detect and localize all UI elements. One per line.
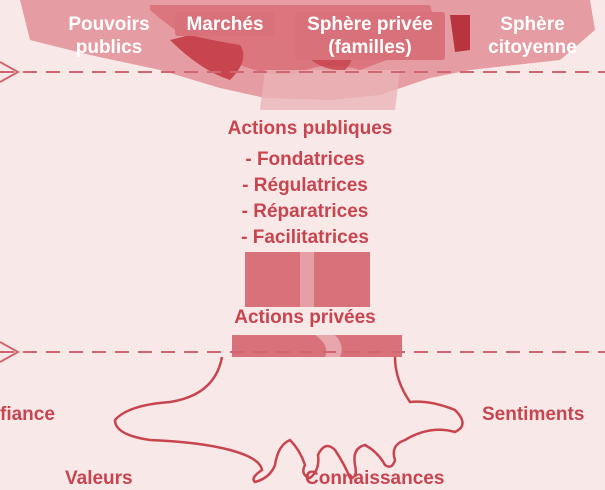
pouvoirs-line-2: publics [75,37,143,58]
label-sphere-citoyenne: Sphère citoyenne [470,13,595,59]
list-item-regulatrices: - Régulatrices [242,175,368,196]
label-pouvoirs-publics: Pouvoirs publics [54,13,164,59]
label-actions-privees: Actions privées [234,307,376,328]
actions-publiques-list: - Fondatrices - Régulatrices - Réparatri… [195,147,415,251]
label-confiance: fiance [0,404,55,425]
label-sphere-privee: Sphère privée (familles) [295,13,445,59]
list-item-facilitatrices: - Facilitatrices [241,227,369,248]
pouvoirs-line-1: Pouvoirs [68,14,150,35]
label-actions-publiques: Actions publiques [227,118,393,139]
label-marches: Marchés [186,14,264,35]
label-valeurs: Valeurs [65,468,133,489]
list-item-fondatrices: - Fondatrices [245,149,365,170]
marches-box [175,12,275,36]
label-connaissances: Connaissances [305,468,445,489]
sphere-privee-line-2: (familles) [328,37,412,58]
tree-roots [113,356,464,484]
tree-trunk [232,252,402,357]
list-item-reparatrices: - Réparatrices [241,201,369,222]
arrow-left-bottom [0,341,21,363]
sphere-citoyenne-line-1: Sphère [500,14,565,35]
sphere-privee-box [295,12,445,60]
sphere-privee-line-1: Sphère privée [307,14,433,35]
arrow-left-top [0,61,21,83]
label-sentiments: Sentiments [482,404,585,425]
sphere-citoyenne-line-2: citoyenne [488,37,577,58]
